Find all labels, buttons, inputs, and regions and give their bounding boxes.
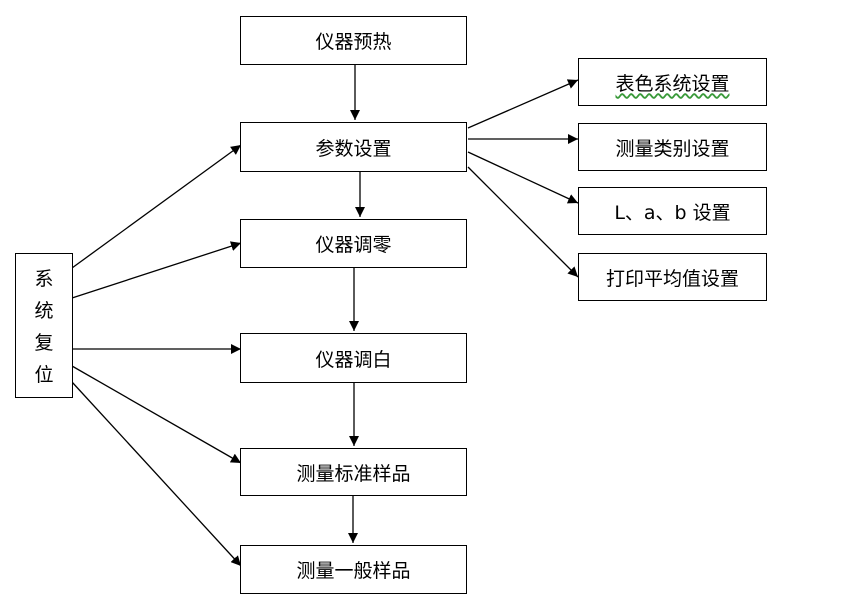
system-reset-char-1: 系 bbox=[34, 268, 54, 291]
step-preheat: 仪器预热 bbox=[240, 16, 467, 65]
system-reset-char-3: 复 bbox=[34, 331, 54, 354]
setting-lab-values: L、a、b 设置 bbox=[578, 187, 767, 235]
system-reset-char-4: 位 bbox=[34, 363, 54, 386]
setting-color-system: 表色系统设置 bbox=[578, 58, 767, 106]
setting-print-average: 打印平均值设置 bbox=[578, 253, 767, 301]
system-reset-box: 系 统 复 位 bbox=[15, 253, 73, 398]
step-measure-general-sample: 测量一般样品 bbox=[240, 545, 467, 594]
arrow-reset-to-zero bbox=[71, 241, 242, 299]
arrow-params-to-color-system bbox=[467, 79, 579, 129]
corner-mark: ' bbox=[3, 0, 6, 6]
arrow-reset-to-general bbox=[71, 381, 242, 567]
step-parameter-settings: 参数设置 bbox=[240, 122, 467, 172]
setting-color-system-label: 表色系统设置 bbox=[615, 72, 730, 95]
setting-measure-type: 测量类别设置 bbox=[578, 123, 767, 171]
arrow-params-to-print-average bbox=[467, 166, 579, 278]
arrow-reset-to-standard bbox=[71, 365, 242, 464]
arrow-reset-to-params bbox=[71, 144, 242, 269]
system-reset-char-2: 统 bbox=[34, 300, 54, 323]
step-measure-standard-sample: 测量标准样品 bbox=[240, 448, 467, 496]
arrow-params-to-lab bbox=[467, 151, 579, 204]
step-zero-calibration: 仪器调零 bbox=[240, 219, 467, 268]
step-white-calibration: 仪器调白 bbox=[240, 333, 467, 383]
